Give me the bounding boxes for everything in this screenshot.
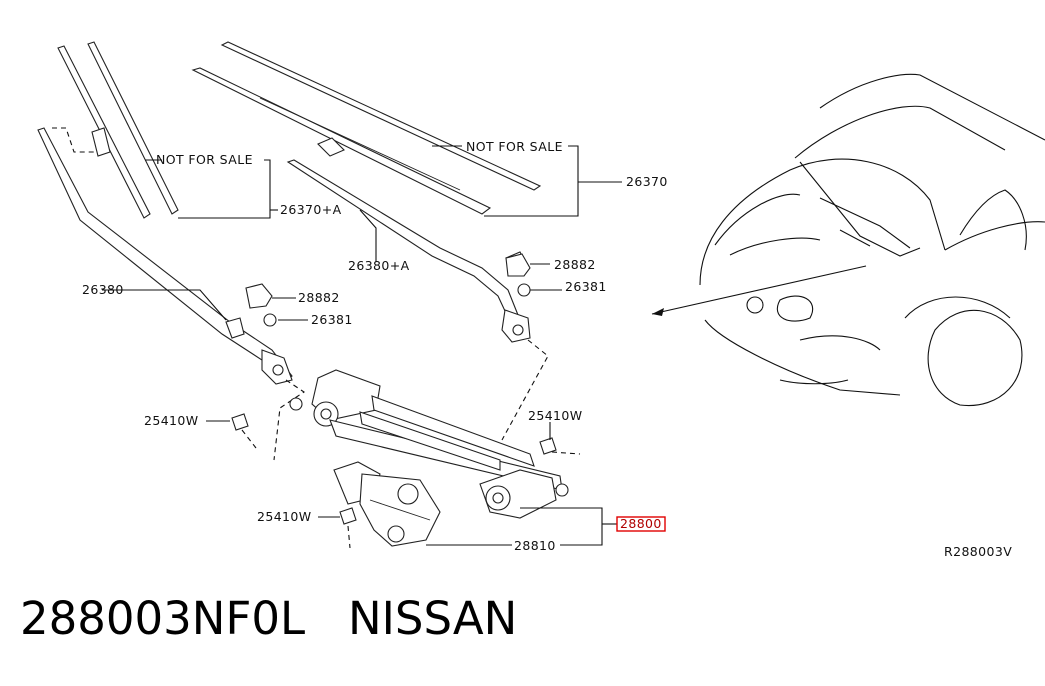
label-28810: 28810 bbox=[514, 538, 556, 553]
label-26370: 26370 bbox=[626, 174, 668, 189]
arm-left-dash bbox=[273, 379, 305, 461]
arm-right-dash bbox=[501, 339, 549, 441]
label-28882-right: 28882 bbox=[554, 257, 596, 272]
label-26380: 26380 bbox=[82, 282, 124, 297]
label-26381-right: 26381 bbox=[565, 279, 607, 294]
nut-26381-left bbox=[263, 313, 277, 327]
bolt-25410w-low bbox=[339, 507, 357, 525]
wiper-linkage bbox=[289, 369, 569, 519]
bolt-25410w-mid bbox=[539, 437, 557, 455]
wiper-motor bbox=[333, 461, 441, 547]
label-25410w-mid: 25410W bbox=[528, 408, 583, 423]
wiper-arm-left bbox=[37, 127, 293, 385]
car-outline bbox=[699, 73, 1045, 407]
highlight-box-28800 bbox=[616, 516, 666, 532]
caption-brand: NISSAN bbox=[347, 592, 518, 645]
bolt-low-dash bbox=[347, 525, 351, 549]
pointer-arrow bbox=[651, 265, 867, 315]
label-28882-left: 28882 bbox=[298, 290, 340, 305]
cap-28882-left bbox=[245, 283, 273, 309]
nut-26381-right bbox=[517, 283, 531, 297]
bolt-top-dash bbox=[241, 429, 257, 449]
blade-connection-dash bbox=[52, 127, 96, 153]
cap-28882-right bbox=[505, 253, 531, 277]
label-26380a: 26380+A bbox=[348, 258, 410, 273]
wiper-blade-right bbox=[191, 41, 542, 215]
label-ref-code: R288003V bbox=[944, 544, 1012, 559]
label-28800: 28800 bbox=[620, 516, 662, 531]
label-not-for-sale-left: NOT FOR SALE bbox=[156, 152, 253, 167]
wiper-blade-left bbox=[57, 41, 179, 219]
label-25410w-top: 25410W bbox=[144, 413, 199, 428]
leader-lines bbox=[102, 145, 622, 546]
bolt-25410w-top bbox=[231, 413, 249, 431]
caption: 288003NF0L NISSAN bbox=[20, 596, 517, 641]
caption-spacer bbox=[305, 592, 348, 645]
label-26381-left: 26381 bbox=[311, 312, 353, 327]
label-26370a: 26370+A bbox=[280, 202, 342, 217]
label-25410w-low: 25410W bbox=[257, 509, 312, 524]
label-not-for-sale-right: NOT FOR SALE bbox=[466, 139, 563, 154]
bolt-mid-dash bbox=[551, 451, 581, 455]
caption-part-number: 288003NF0L bbox=[20, 592, 306, 645]
